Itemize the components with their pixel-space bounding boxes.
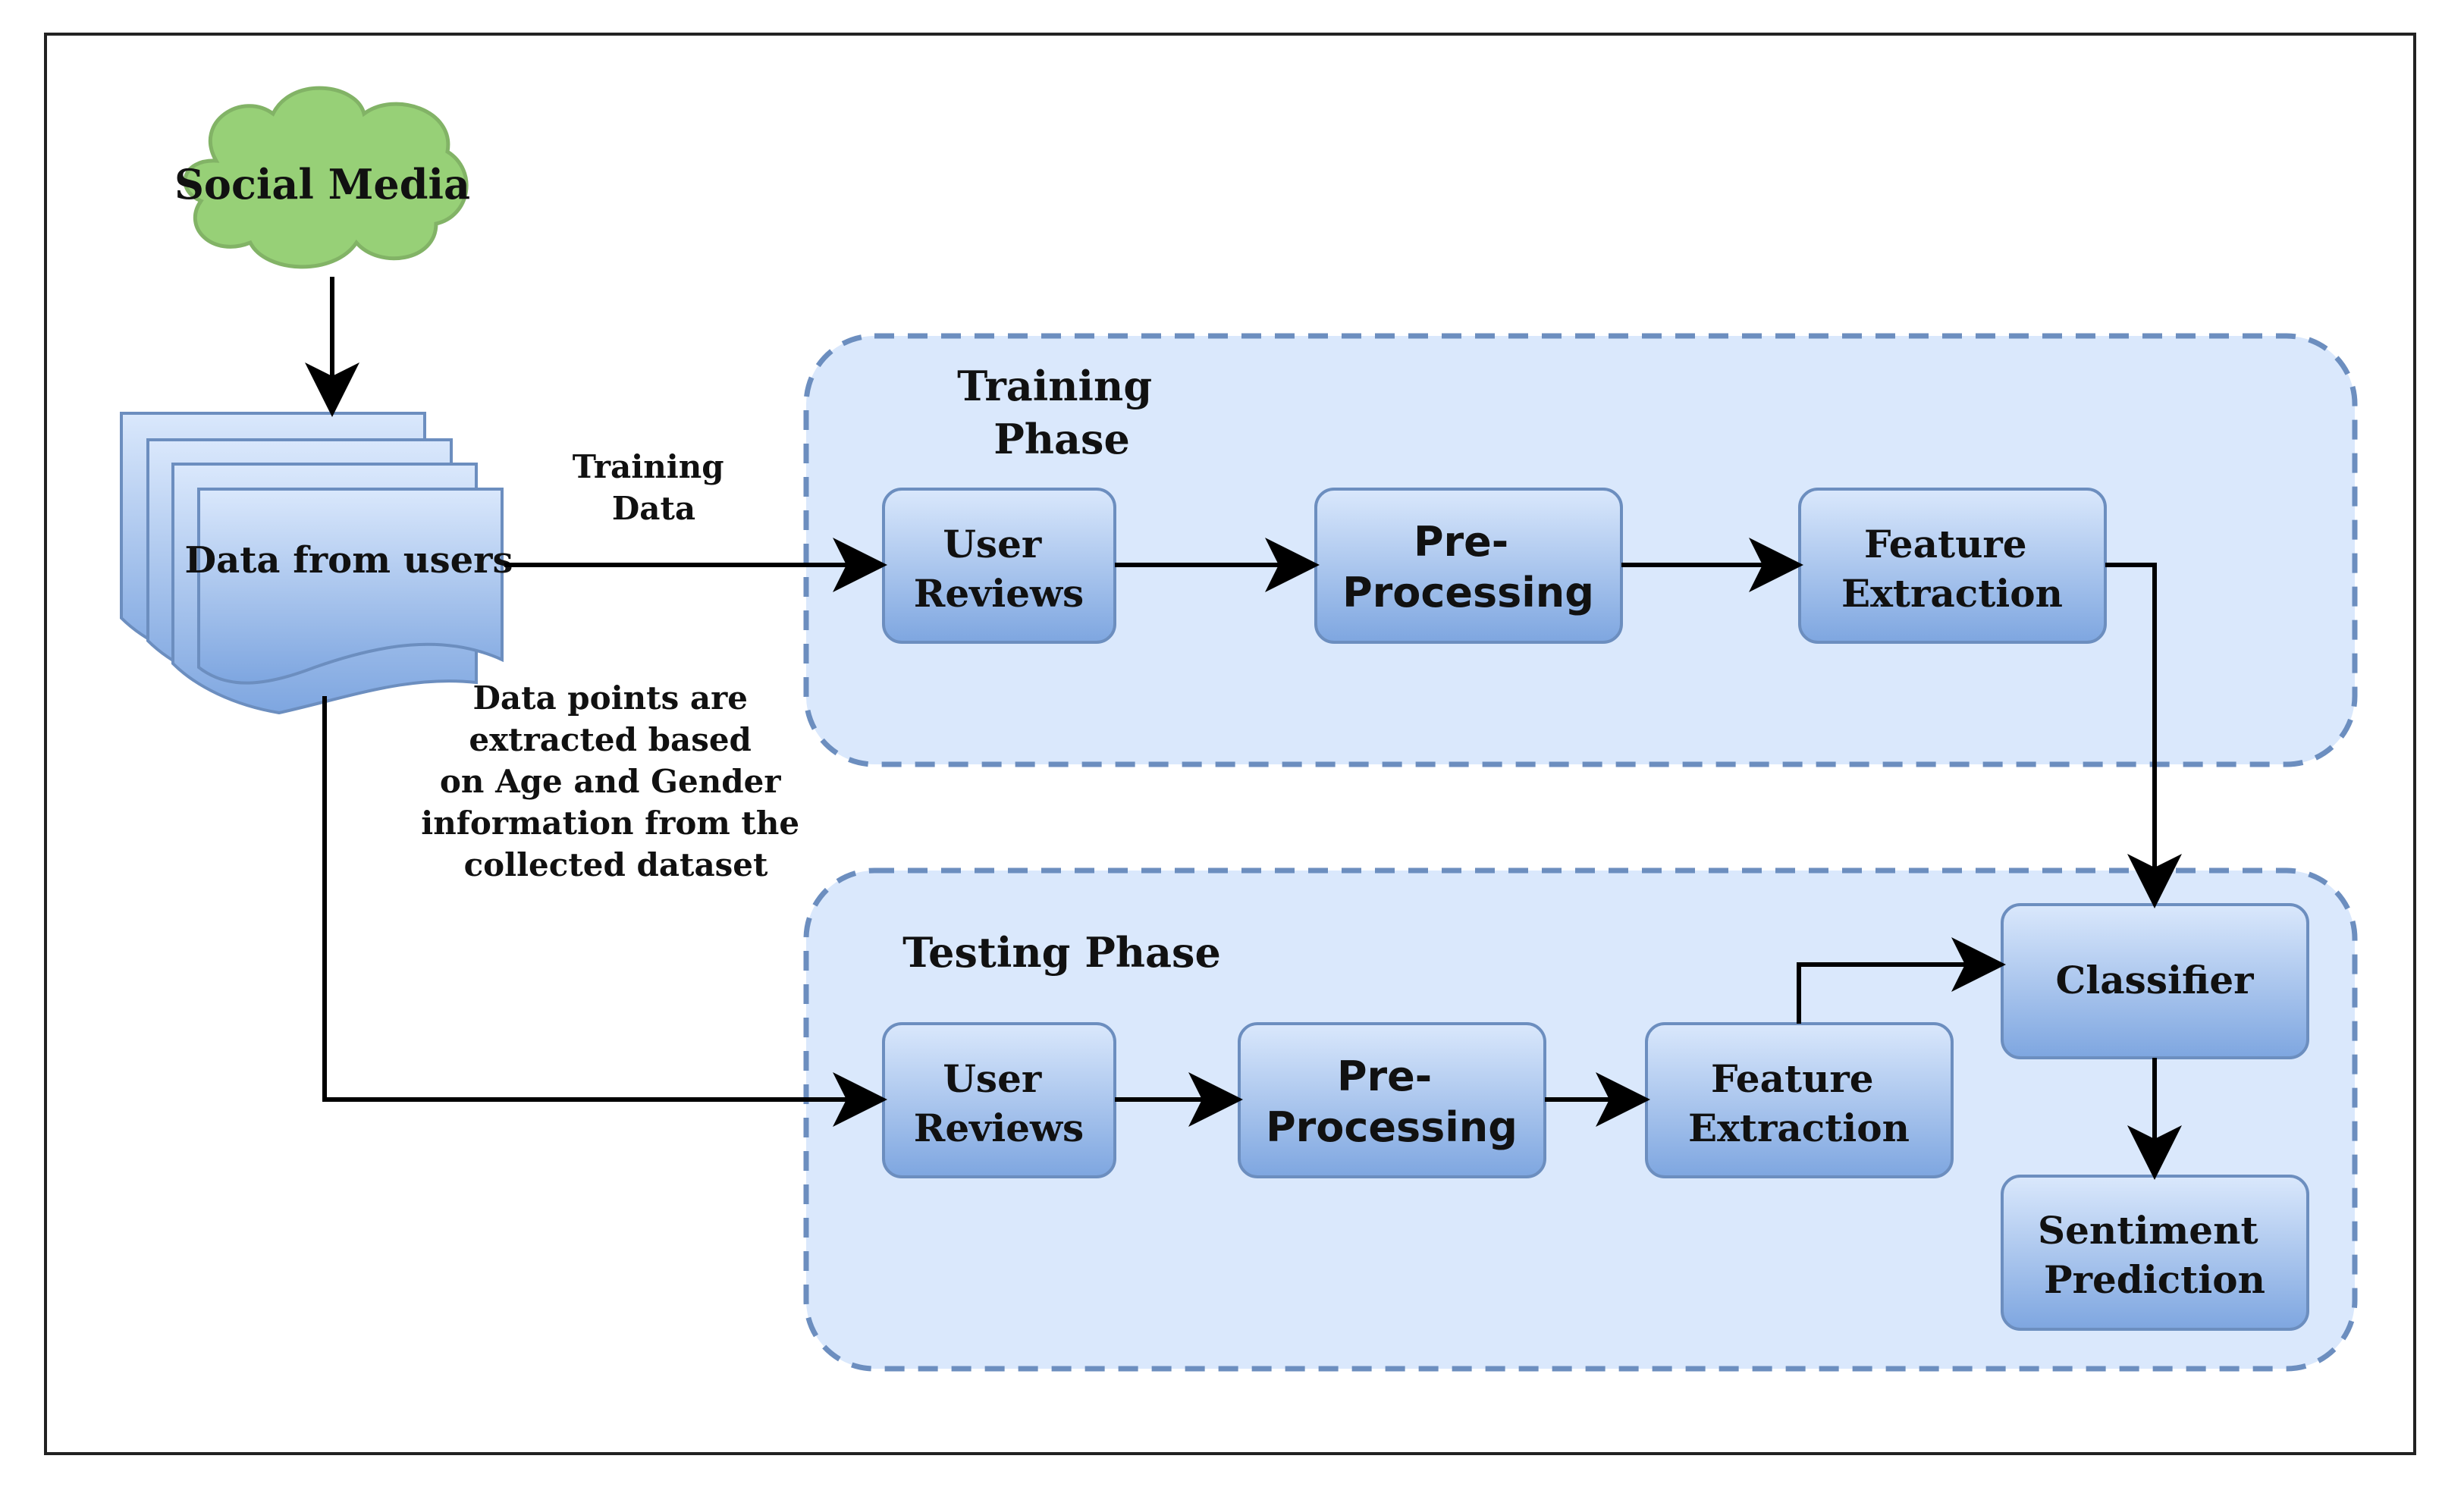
svg-text:Feature Extraction: Feature Extraction [1841, 522, 2063, 616]
testing-phase-title: Testing Phase [902, 928, 1221, 977]
svg-text:Sentiment Prediction: Sentiment Prediction [2038, 1208, 2271, 1302]
train-feature-extraction-box: Feature Extraction [1798, 488, 2107, 644]
sentiment-prediction-box: Sentiment Prediction [2001, 1175, 2309, 1331]
svg-text:Feature Extraction: Feature Extraction [1688, 1056, 1910, 1150]
training-phase-title: Training Phase [957, 362, 1166, 463]
testing-phase-container [803, 867, 2358, 1372]
svg-text:Pre- Processing: Pre- Processing [1266, 1053, 1518, 1151]
arrow-test-feature-to-classifier [1797, 937, 2006, 1024]
svg-text:Classifier: Classifier [2056, 958, 2255, 1002]
test-feature-extraction-box: Feature Extraction [1645, 1022, 1954, 1178]
test-pre-processing-box: Pre- Processing [1238, 1022, 1546, 1178]
data-from-users-label: Data from users [185, 539, 513, 582]
arrow-data-to-test-reviews [322, 696, 887, 1127]
social-media-cloud: Social Media [174, 86, 470, 269]
classifier-box: Classifier [2001, 903, 2309, 1059]
connectors [305, 277, 2182, 1180]
training-data-label: Training Data [573, 448, 736, 527]
svg-text:Pre- Processing: Pre- Processing [1342, 518, 1594, 616]
test-user-reviews-box: User Reviews [882, 1022, 1116, 1178]
train-user-reviews-box: User Reviews [882, 488, 1116, 644]
svg-text:User Reviews: User Reviews [914, 1056, 1084, 1150]
data-from-users-documents: Data from users [120, 412, 513, 715]
data-points-label: Data points are extracted based on Age a… [421, 679, 810, 883]
arrow-train-feature-to-classifier [2105, 563, 2182, 908]
svg-text:User Reviews: User Reviews [914, 522, 1084, 616]
outer-frame [44, 33, 2416, 1455]
social-media-label: Social Media [174, 160, 470, 209]
train-pre-processing-box: Pre- Processing [1314, 488, 1623, 644]
